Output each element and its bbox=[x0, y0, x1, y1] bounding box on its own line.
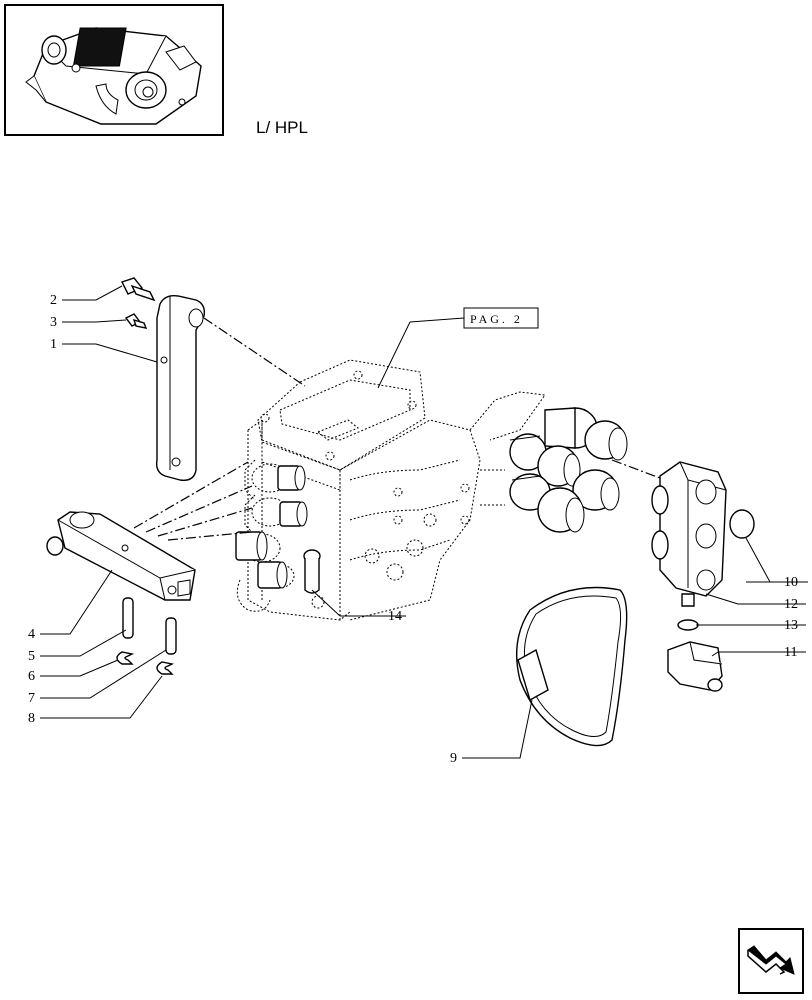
callout-5: 5 bbox=[28, 649, 35, 664]
callout-2: 2 bbox=[50, 293, 57, 308]
callout-3: 3 bbox=[50, 315, 57, 330]
part-6-e-clip bbox=[116, 651, 135, 665]
spool-fittings bbox=[235, 465, 308, 589]
assembly-thumbnail-icon bbox=[25, 27, 202, 125]
callout-6: 6 bbox=[28, 669, 35, 684]
part-13-o-ring bbox=[677, 619, 699, 631]
callout-9: 9 bbox=[450, 751, 457, 766]
part-1-link-plate bbox=[155, 294, 206, 481]
part-3-screw bbox=[124, 313, 148, 329]
page-ref-box bbox=[463, 307, 539, 329]
assembly-thumbnail[interactable] bbox=[4, 4, 224, 136]
assembly-lines bbox=[133, 317, 661, 541]
variant-label: L/ HPL bbox=[256, 118, 308, 137]
next-page-arrow-icon bbox=[747, 945, 795, 975]
callout-11: 11 bbox=[784, 645, 797, 660]
callout-14: 14 bbox=[388, 609, 402, 624]
callout-1: 1 bbox=[50, 337, 57, 352]
part-8-e-clip bbox=[156, 661, 175, 675]
part-14-screw bbox=[303, 549, 321, 594]
part-7-pin bbox=[165, 617, 177, 655]
part-2-cap-screw bbox=[121, 277, 156, 302]
part-4-bracket bbox=[46, 511, 196, 601]
part-9-gasket bbox=[515, 586, 628, 747]
part-10-cap bbox=[729, 509, 755, 539]
part-5-pin bbox=[122, 597, 134, 639]
callout-8: 8 bbox=[28, 711, 35, 726]
part-12-coupler-block bbox=[651, 461, 727, 607]
callout-10: 10 bbox=[784, 575, 798, 590]
callout-7: 7 bbox=[28, 691, 35, 706]
next-page-button[interactable] bbox=[738, 928, 804, 994]
callout-12: 12 bbox=[784, 597, 798, 612]
control-valve-body bbox=[236, 359, 546, 621]
callout-4: 4 bbox=[28, 627, 35, 642]
callout-13: 13 bbox=[784, 618, 798, 633]
page-ref-text[interactable]: PAG. 2 bbox=[470, 312, 523, 326]
quick-couplers bbox=[509, 407, 628, 533]
part-11-valve-block bbox=[667, 641, 723, 692]
leader-lines bbox=[40, 285, 808, 759]
